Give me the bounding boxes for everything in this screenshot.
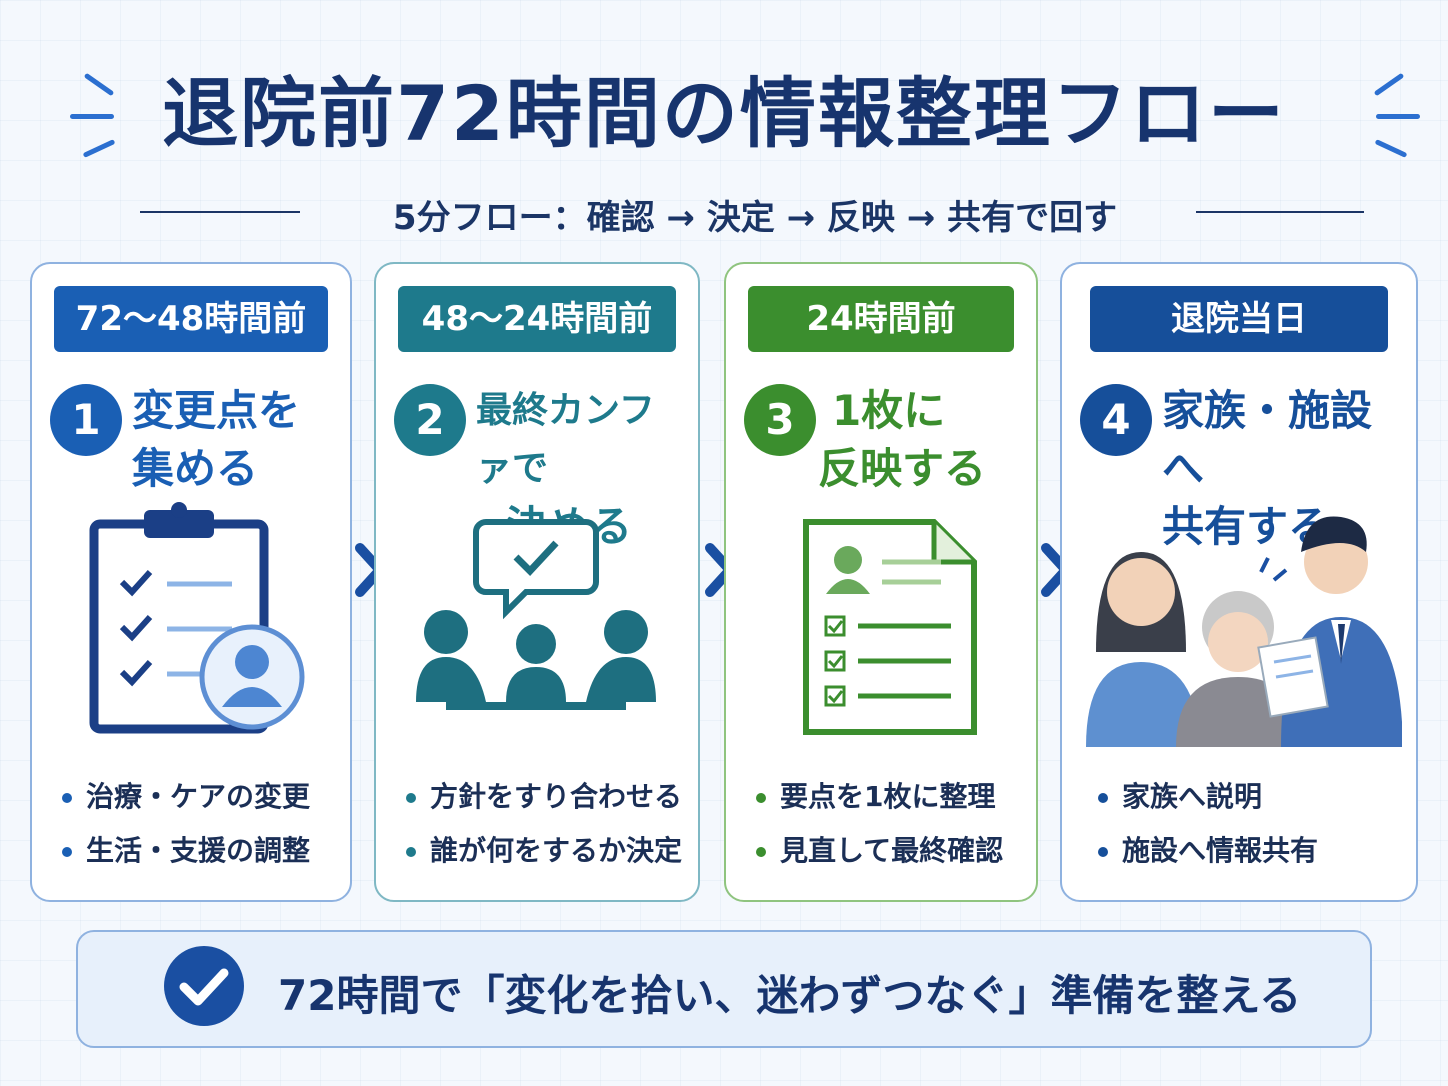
summary-text: 72時間で「変化を拾い、迷わずつなぐ」準備を整える	[278, 971, 1302, 1020]
step-4-title: 家族・施設へ 共有する	[1162, 382, 1408, 556]
list-item: 施設へ情報共有	[1096, 824, 1406, 878]
step-2-number: 2	[394, 384, 466, 456]
step-4-title-line1: 家族・施設へ	[1162, 386, 1373, 493]
list-item: 家族へ説明	[1096, 770, 1406, 824]
list-item: 要点を1枚に整理	[754, 770, 1026, 824]
subtitle-row: 5分フロー：確認 → 決定 → 反映 → 共有で回す	[0, 190, 1448, 238]
step-4-badge: 退院当日	[1090, 286, 1388, 352]
step-card-2: 48〜24時間前 2 最終カンファで 決める 方針をすり合わせる 誰が何をするか…	[374, 262, 700, 902]
step-1-badge: 72〜48時間前	[54, 286, 328, 352]
step-card-3: 24時間前 3 1枚に 反映する 要点を1枚に整理 見直して最終確認	[724, 262, 1038, 902]
list-item: 見直して最終確認	[754, 824, 1026, 878]
clipboard-checklist-icon	[89, 502, 305, 734]
step-1-bullets: 治療・ケアの変更 生活・支援の調整	[60, 770, 340, 878]
document-icon	[803, 519, 977, 735]
list-item: 誰が何をするか決定	[404, 824, 688, 878]
page-title: 退院前72時間の情報整理フロー	[162, 69, 1286, 158]
step-4-bullets: 家族へ説明 施設へ情報共有	[1096, 770, 1406, 878]
step-card-4: 退院当日 4 家族・施設へ 共有する 家族へ説明 施設へ情報共有	[1060, 262, 1418, 902]
step-3-title-line2: 反映する	[818, 444, 987, 493]
subtitle-rule-left	[140, 211, 300, 213]
step-1-title: 変更点を 集める	[132, 382, 342, 498]
step-1-title-line2: 集める	[132, 444, 259, 493]
step-card-1: 72〜48時間前 1 変更点を 集める 治療・ケアの変更 生活・支援の調整	[30, 262, 352, 902]
step-3-number: 3	[744, 384, 816, 456]
meeting-icon	[416, 519, 656, 710]
family-sharing-icon	[1086, 516, 1402, 747]
step-4-title-line2: 共有する	[1162, 502, 1331, 551]
step-3-title: 1枚に 反映する	[818, 382, 1028, 498]
step-2-bullets: 方針をすり合わせる 誰が何をするか決定	[404, 770, 688, 878]
spark-lines-left-icon	[70, 70, 140, 160]
step-2-badge: 48〜24時間前	[398, 286, 676, 352]
step-1-number: 1	[50, 384, 122, 456]
list-item: 治療・ケアの変更	[60, 770, 340, 824]
spark-lines-right-icon	[1362, 70, 1432, 160]
step-1-title-line1: 変更点を	[132, 386, 301, 435]
step-3-bullets: 要点を1枚に整理 見直して最終確認	[754, 770, 1026, 878]
step-4-number: 4	[1080, 384, 1152, 456]
subtitle-rule-right	[1196, 211, 1364, 213]
step-2-title-line1: 最終カンファで	[476, 390, 655, 489]
subtitle: 5分フロー：確認 → 決定 → 反映 → 共有で回す	[392, 198, 1118, 238]
step-3-title-line1: 1枚に	[832, 386, 946, 435]
step-3-badge: 24時間前	[748, 286, 1014, 352]
summary-banner: 72時間で「変化を拾い、迷わずつなぐ」準備を整える	[76, 930, 1372, 1048]
list-item: 生活・支援の調整	[60, 824, 340, 878]
list-item: 方針をすり合わせる	[404, 770, 688, 824]
check-circle-icon	[164, 946, 244, 1026]
